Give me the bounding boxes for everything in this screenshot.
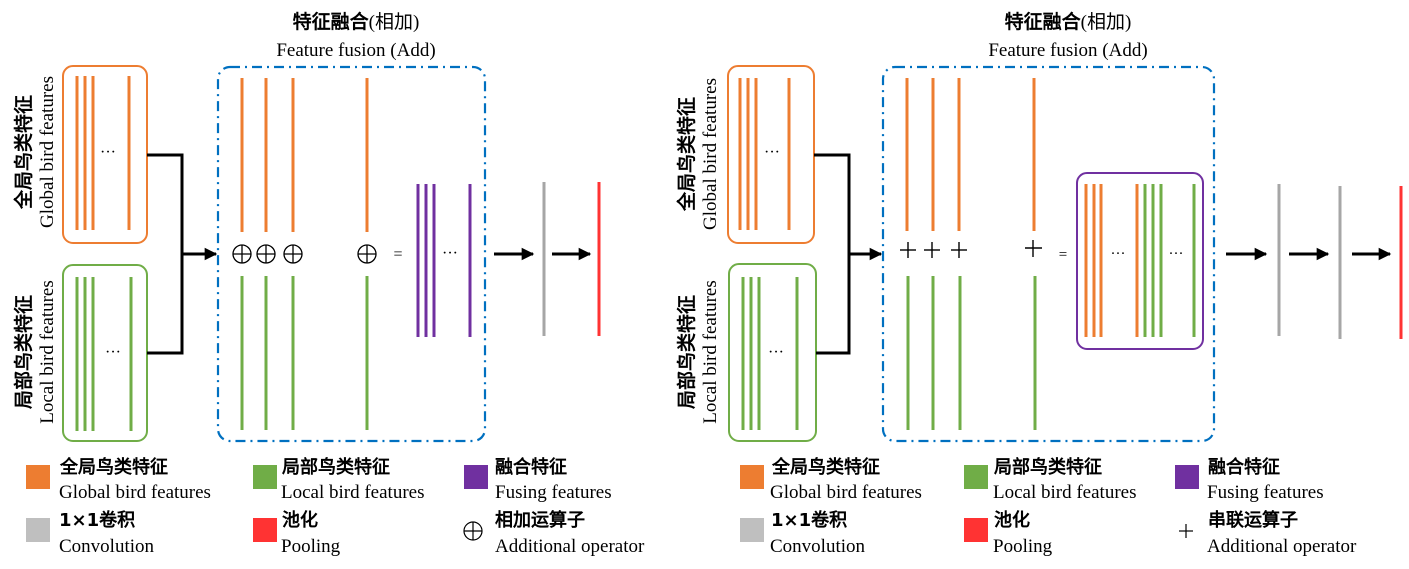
legend-concat-operator-icon — [1179, 524, 1193, 538]
legend-label-zh: 局部鸟类特征 — [282, 456, 390, 478]
panel-title-en: Feature fusion (Add) — [276, 40, 435, 61]
add-operator-icon — [283, 244, 303, 264]
global-label-zh: 全局鸟类特征 — [12, 95, 35, 210]
legend-label-en: Additional operator — [495, 536, 645, 557]
legend-swatch-conv — [740, 518, 764, 542]
fused-global-lines — [1084, 184, 1139, 337]
panel-add: 特征融合(相加) Feature fusion (Add) 全局鸟类特征 Glo… — [12, 10, 601, 443]
local-side-label: 局部鸟类特征 Local bird features — [675, 280, 721, 423]
local-label-en: Local bird features — [700, 280, 721, 423]
global-label-zh: 全局鸟类特征 — [675, 97, 698, 212]
legend-label-zh: 池化 — [282, 509, 318, 531]
concat-operator-icon — [951, 242, 967, 258]
concat-operator-icon — [924, 242, 940, 258]
legend-label-zh: 1×1卷积 — [59, 509, 135, 531]
concat-operator-icon — [1025, 240, 1042, 257]
fused-local-lines — [1143, 184, 1196, 337]
fused-feature-lines — [416, 184, 472, 337]
panel-title-en: Feature fusion (Add) — [988, 40, 1147, 61]
legend-swatch-local — [964, 465, 988, 489]
local-label-en: Local bird features — [37, 280, 58, 423]
legend-label-en: Convolution — [59, 536, 155, 557]
title-zh-paren: (相加) — [369, 11, 420, 33]
legend-swatch-pool — [964, 518, 988, 542]
legend-swatch-fusing — [464, 465, 488, 489]
panel-title-zh: 特征融合(相加) — [293, 10, 420, 33]
legend-label-en: Fusing features — [1207, 482, 1324, 503]
legend-swatch-global — [740, 465, 764, 489]
local-side-label: 局部鸟类特征 Local bird features — [12, 280, 58, 423]
legend-label-en: Pooling — [993, 536, 1053, 557]
global-feature-lines — [738, 78, 791, 230]
global-ellipsis: ··· — [764, 144, 780, 161]
fused-ellipsis-local: ··· — [1169, 246, 1184, 262]
legend-label-en: Pooling — [281, 536, 341, 557]
concat-operators — [900, 240, 1042, 258]
legend-label-en: Additional operator — [1207, 536, 1357, 557]
local-label-zh: 局部鸟类特征 — [675, 295, 698, 409]
legend-label-zh: 池化 — [994, 509, 1030, 531]
legend-add: 全局鸟类特征 Global bird features 局部鸟类特征 Local… — [26, 456, 645, 557]
legend-label-zh: 串联运算子 — [1208, 509, 1298, 531]
legend-swatch-conv — [26, 518, 50, 542]
global-ellipsis: ··· — [100, 144, 116, 161]
local-feature-lines — [75, 277, 133, 431]
panel-title-zh: 特征融合(相加) — [1005, 10, 1132, 33]
merge-connector — [147, 153, 184, 355]
fusion-frame — [881, 65, 1216, 443]
local-label-zh: 局部鸟类特征 — [12, 295, 35, 409]
legend-label-en: Global bird features — [770, 482, 922, 503]
fusion-global-lines — [240, 78, 369, 232]
title-zh: 特征融合 — [1005, 10, 1082, 33]
legend-label-zh: 1×1卷积 — [771, 509, 847, 531]
merge-connector — [814, 153, 851, 355]
fused-ellipsis-global: ··· — [1111, 246, 1126, 262]
add-operator-icon — [357, 244, 377, 264]
fused-ellipsis: ··· — [442, 245, 458, 262]
global-side-label: 全局鸟类特征 Global bird features — [675, 78, 721, 230]
global-feature-lines — [75, 76, 131, 230]
legend-swatch-global — [26, 465, 50, 489]
fused-features-box — [1076, 172, 1204, 350]
local-feature-lines — [741, 277, 799, 430]
legend-label-en: Fusing features — [495, 482, 612, 503]
global-label-en: Global bird features — [700, 78, 721, 230]
legend-add-operator-icon — [463, 521, 483, 541]
legend-label-zh: 全局鸟类特征 — [771, 456, 880, 478]
local-ellipsis: ··· — [768, 344, 784, 361]
legend-label-zh: 相加运算子 — [495, 509, 585, 531]
panel-concat: 特征融合(相加) Feature fusion (Add) 全局鸟类特征 Glo… — [675, 10, 1403, 443]
legend-label-en: Global bird features — [59, 482, 211, 503]
fusion-frame — [216, 65, 487, 443]
title-zh: 特征融合 — [293, 10, 370, 33]
fusion-global-lines — [905, 78, 1036, 231]
legend-swatch-fusing — [1175, 465, 1199, 489]
global-side-label: 全局鸟类特征 Global bird features — [12, 76, 58, 228]
title-zh-paren: (相加) — [1081, 11, 1132, 33]
local-ellipsis: ··· — [105, 344, 121, 361]
legend-swatch-local — [253, 465, 277, 489]
global-label-en: Global bird features — [37, 76, 58, 228]
legend-label-zh: 融合特征 — [495, 456, 567, 478]
legend-label-en: Convolution — [770, 536, 866, 557]
legend-label-en: Local bird features — [281, 482, 424, 503]
equals-sign: = — [393, 246, 402, 263]
legend-concat: 全局鸟类特征 Global bird features 局部鸟类特征 Local… — [740, 456, 1357, 557]
fusion-local-lines — [240, 276, 369, 430]
legend-label-zh: 融合特征 — [1208, 456, 1280, 478]
equals-sign: = — [1059, 247, 1067, 263]
legend-swatch-pool — [253, 518, 277, 542]
legend-label-zh: 局部鸟类特征 — [994, 456, 1102, 478]
legend-label-en: Local bird features — [993, 482, 1136, 503]
concat-operator-icon — [900, 242, 916, 258]
legend-label-zh: 全局鸟类特征 — [59, 456, 168, 478]
fusion-local-lines — [906, 276, 1037, 430]
add-operator-icon — [256, 244, 276, 264]
add-operator-icon — [232, 244, 252, 264]
add-operators — [232, 244, 377, 264]
